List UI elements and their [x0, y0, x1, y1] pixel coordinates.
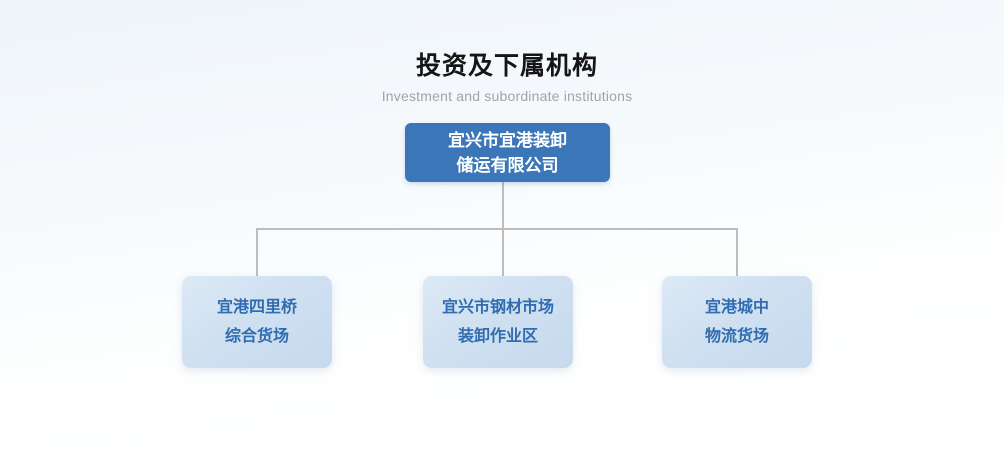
connector-right-vertical	[736, 228, 738, 276]
org-node-root: 宜兴市宜港装卸 储运有限公司	[405, 123, 610, 182]
org-node-child-label: 宜港城中 物流货场	[705, 293, 769, 351]
org-node-child-label-line1: 宜兴市钢材市场	[441, 299, 554, 316]
page-header: 投资及下属机构 Investment and subordinate insti…	[382, 46, 633, 104]
connector-horizontal	[256, 228, 738, 230]
page-subtitle: Investment and subordinate institutions	[381, 88, 633, 104]
org-node-child-steel-market: 宜兴市钢材市场 装卸作业区	[423, 276, 573, 368]
connector-left-vertical	[256, 228, 258, 276]
page-title: 投资及下属机构	[415, 52, 598, 80]
org-node-root-label-line2: 储运有限公司	[456, 155, 559, 175]
org-node-child-chengzhong: 宜港城中 物流货场	[662, 276, 812, 368]
org-node-child-label-line1: 宜港城中	[704, 299, 769, 316]
org-node-child-label-line2: 装卸作业区	[457, 328, 538, 345]
org-node-root-label-line1: 宜兴市宜港装卸	[448, 130, 567, 150]
org-node-root-label: 宜兴市宜港装卸 储运有限公司	[448, 128, 567, 178]
org-node-child-label: 宜兴市钢材市场 装卸作业区	[442, 293, 554, 351]
org-node-child-label-line2: 综合货场	[224, 328, 289, 345]
org-node-child-siliqiao: 宜港四里桥 综合货场	[182, 276, 332, 368]
org-node-child-label-line2: 物流货场	[704, 328, 769, 345]
org-node-child-label: 宜港四里桥 综合货场	[217, 293, 297, 351]
org-node-child-label-line1: 宜港四里桥	[216, 299, 297, 316]
